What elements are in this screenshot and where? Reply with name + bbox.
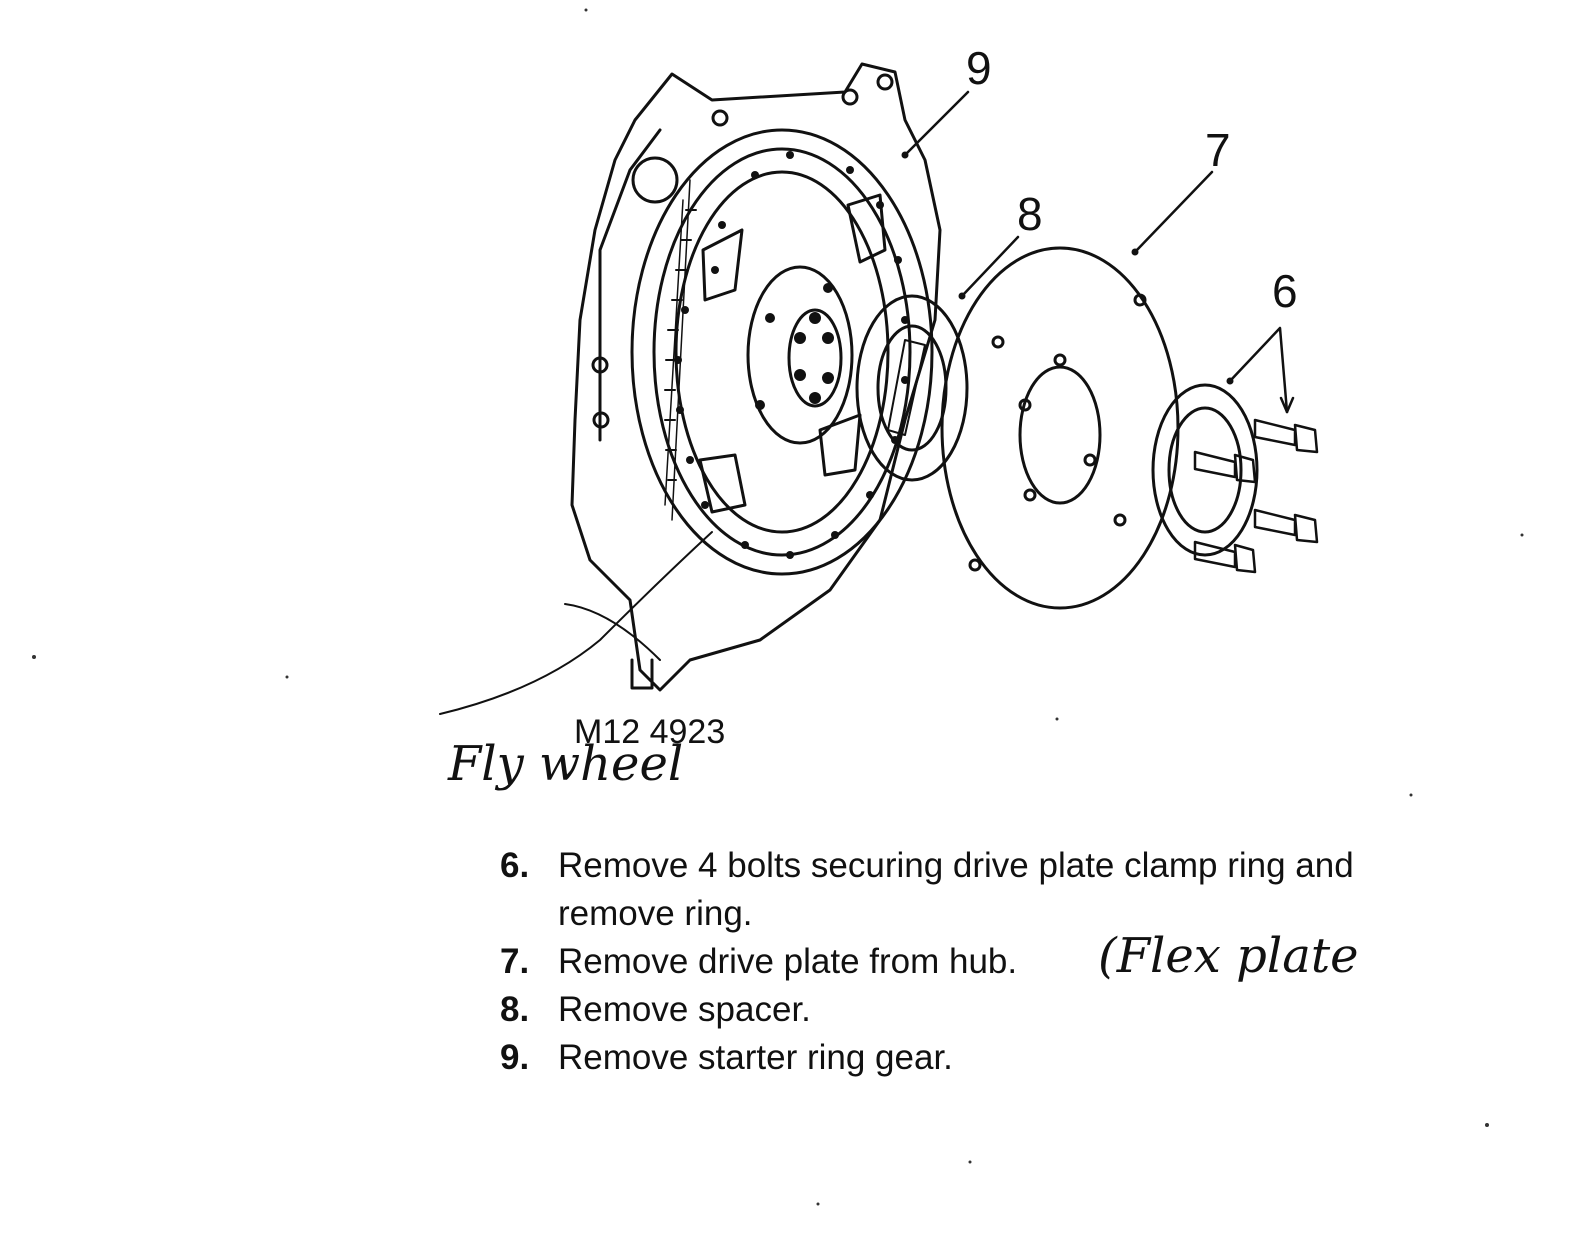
spacer bbox=[855, 294, 969, 482]
step-text: Remove 4 bolts securing drive plate clam… bbox=[558, 846, 1354, 933]
handwritten-flywheel-note: Fly wheel bbox=[447, 736, 683, 792]
step-6: 6. Remove 4 bolts securing drive plate c… bbox=[500, 842, 1460, 938]
step-text: Remove spacer. bbox=[558, 990, 811, 1029]
figure-id: M12 4923 bbox=[574, 713, 725, 751]
removal-steps-list: 6. Remove 4 bolts securing drive plate c… bbox=[500, 842, 1460, 1082]
engine-housing bbox=[570, 62, 942, 692]
callout-8: 8 bbox=[1017, 188, 1043, 240]
callout-9: 9 bbox=[966, 42, 992, 94]
clamp-ring bbox=[1151, 383, 1259, 557]
step-number: 9. bbox=[500, 1038, 530, 1077]
callout-7: 7 bbox=[1205, 124, 1231, 176]
step-number: 8. bbox=[500, 990, 530, 1029]
callout-6: 6 bbox=[1272, 265, 1298, 317]
step-number: 7. bbox=[500, 942, 530, 981]
flywheel-ring-gear bbox=[630, 128, 934, 576]
step-7: 7. Remove drive plate from hub. bbox=[500, 938, 1460, 986]
bolts bbox=[1193, 418, 1319, 574]
drive-plate bbox=[940, 246, 1180, 610]
step-text: Remove drive plate from hub. bbox=[558, 942, 1018, 981]
step-8: 8. Remove spacer. bbox=[500, 986, 1460, 1034]
step-text: Remove starter ring gear. bbox=[558, 1038, 953, 1077]
handwritten-flexplate-note: (Flex plate bbox=[1098, 928, 1359, 984]
step-number: 6. bbox=[500, 846, 530, 885]
step-9: 9. Remove starter ring gear. bbox=[500, 1034, 1460, 1082]
